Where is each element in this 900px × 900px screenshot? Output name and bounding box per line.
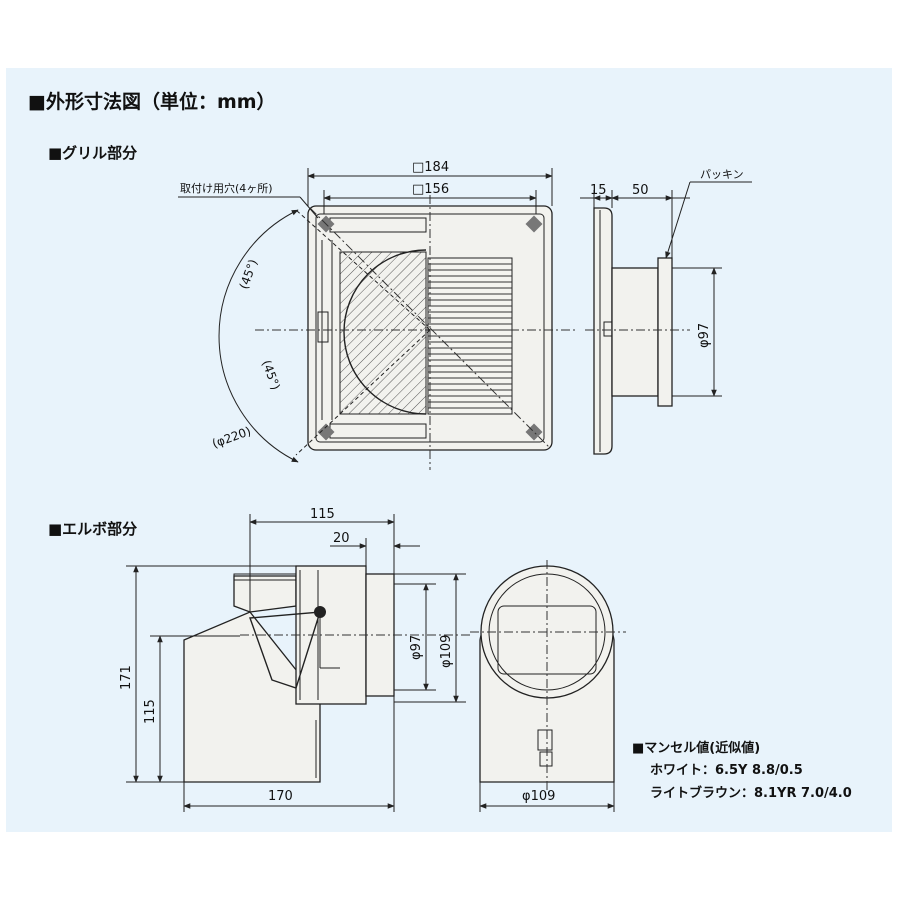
dim-115-top: 115	[310, 507, 335, 522]
munsell-light-brown: ライトブラウン：8.1YR 7.0/4.0	[650, 785, 852, 801]
grille-front-view	[218, 195, 575, 470]
angle-lower-label: (45°)	[259, 358, 283, 392]
elbow-heading: ■エルボ部分	[48, 520, 137, 538]
dim-20: 20	[333, 531, 350, 546]
dim-phi97-side: φ97	[697, 323, 712, 348]
dim-171: 171	[119, 665, 134, 690]
elbow-front-view	[470, 560, 626, 812]
mount-holes-label: 取付け用穴(4ヶ所)	[180, 181, 273, 195]
dim-phi109-bottom: φ109	[522, 789, 555, 804]
dim-outer-184: □184	[412, 160, 449, 175]
dim-inner-156: □156	[412, 182, 449, 197]
grille-heading: ■グリル部分	[48, 144, 137, 162]
pcd-label: (φ220)	[210, 424, 253, 451]
packing-label: パッキン	[700, 168, 744, 181]
dim-50: 50	[632, 183, 649, 198]
dim-phi109-elbow: φ109	[439, 635, 454, 668]
grille-side-view	[580, 181, 752, 455]
grille-dimensions	[178, 168, 553, 219]
dim-15: 15	[590, 183, 607, 198]
dim-170: 170	[268, 789, 293, 804]
elbow-side-view	[126, 514, 470, 812]
munsell-white: ホワイト：6.5Y 8.8/0.5	[650, 763, 803, 778]
page-title: ■外形寸法図（単位：mm）	[28, 90, 276, 113]
munsell-heading: ■マンセル値(近似値)	[632, 740, 760, 756]
dim-phi97-elbow: φ97	[409, 635, 424, 660]
dim-115-side: 115	[143, 699, 158, 724]
